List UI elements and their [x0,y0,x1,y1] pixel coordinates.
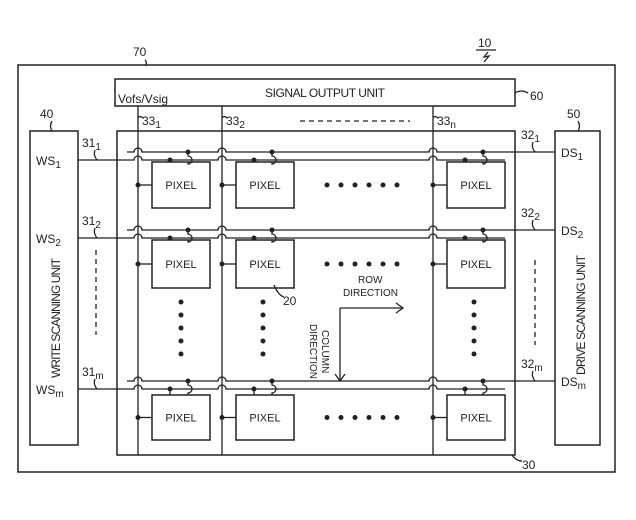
ref-30-leader [511,454,523,462]
ellipsis-dot [178,351,184,357]
ref-30: 30 [522,458,536,472]
signal-line-label: 33n [437,114,456,131]
scan-line-label: 31m [82,365,104,382]
signal-output-unit [114,78,516,107]
pixel-label: PIXEL [249,413,280,425]
ref-20-leader [273,284,285,298]
ws-label: WS1 [36,154,61,171]
ellipsis-dot [324,182,330,188]
signal-line-label: 331 [142,114,161,131]
ellipsis-dot [471,325,477,331]
ref-40-leader [49,120,53,132]
ref-50-leader [577,120,581,132]
ellipsis-dot [471,338,477,344]
ellipsis-dot [380,261,386,267]
pixel-cell [446,161,506,209]
pixel-cell [151,239,211,289]
ellipsis-dot [366,261,372,267]
ref-10: 10 [478,36,492,50]
ellipsis-dot [352,261,358,267]
ellipsis-dot [394,261,400,267]
ref-40: 40 [40,107,54,121]
drive-line-1 [127,147,555,153]
ref-60: 60 [530,89,544,103]
scan-line-3 [78,384,505,390]
ellipsis-dot [260,338,266,344]
ellipsis-dot [352,182,358,188]
ref-70-leader [144,59,148,67]
ref-10-arrow [482,51,491,63]
pixel-label: PIXEL [460,259,491,271]
ellipsis-dot [260,312,266,318]
write-scanning-unit [29,130,79,446]
ellipsis-dot [260,325,266,331]
ellipsis-dot [471,312,477,318]
ellipsis-dot [394,415,400,420]
column-direction-label: COLUMN DIRECTION [307,324,330,379]
pixel-cell [235,239,295,289]
ds-label: DSm [561,375,586,392]
ellipsis-dot [352,415,358,420]
write-scanning-unit-label: WRITE SCANNING UNIT [49,257,63,378]
ellipsis-dot [366,182,372,188]
drive-line-2 [127,225,555,231]
ref-50: 50 [567,107,581,121]
scan-line-2 [78,233,505,239]
pixel-cell [235,161,295,209]
ellipsis-dot [178,299,184,305]
ellipsis-dot [471,351,477,357]
ref-60-leader [514,90,529,94]
pixel-label: PIXEL [460,413,491,425]
pixel-cell [235,394,295,441]
pixel-label: PIXEL [165,413,196,425]
pixel-label: PIXEL [165,259,196,271]
drive-line-label: 322 [521,206,540,223]
ellipsis-dot [338,415,344,420]
drive-line-3 [127,376,555,382]
ellipsis-dot [324,261,330,267]
ellipsis-dot [338,261,344,267]
pixel-label: PIXEL [249,259,280,271]
ellipsis-dot [324,415,330,420]
ellipsis-dot [260,351,266,357]
ellipsis-dot [366,415,372,420]
ws-label: WSm [36,383,64,400]
ds-label: DS2 [561,224,584,241]
row-direction-label: ROW DIRECTION [343,275,398,299]
scan-line-label: 311 [82,136,101,153]
ellipsis-dot [471,299,477,305]
pixel-label: PIXEL [460,180,491,192]
ellipsis-dot [178,325,184,331]
pixel-label: PIXEL [249,180,280,192]
ws-label: WS2 [36,232,61,249]
drive-scanning-unit [554,130,601,446]
signal-line-label: 332 [226,114,245,131]
ds-label: DS1 [561,146,584,163]
drive-scanning-unit-label: DRIVE SCANNING UNIT [574,254,588,375]
signal-output-unit-label: SIGNAL OUTPUT UNIT [265,86,386,100]
ellipsis-dot [260,299,266,305]
drive-line-label: 321 [521,128,540,145]
drive-line-label: 32m [521,357,543,374]
ellipsis-dot [394,182,400,188]
vofs-vsig-label: Vofs/Vsig [118,92,168,106]
pixel-cell [151,394,211,441]
ellipsis-dot [178,338,184,344]
pixel-label: PIXEL [165,180,196,192]
ellipsis-dot [178,312,184,318]
ellipsis-dot [380,182,386,188]
scan-line-label: 312 [82,214,101,231]
ellipsis-dot [380,415,386,420]
ref-70: 70 [133,45,147,59]
ref-20: 20 [283,294,297,308]
scan-line-1 [78,155,505,161]
ellipsis-dot [338,182,344,188]
